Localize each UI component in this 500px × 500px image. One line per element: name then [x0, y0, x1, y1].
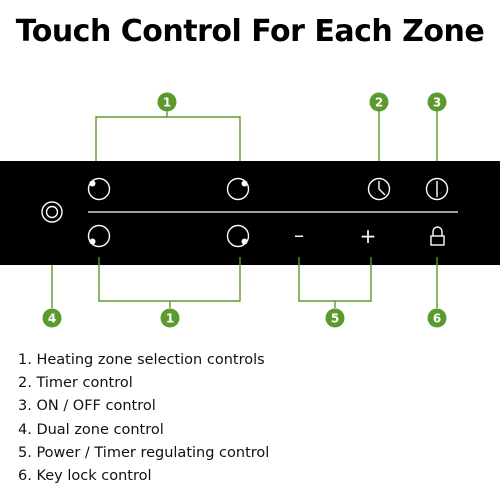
control-panel — [0, 161, 500, 265]
callout-line-zones-top — [95, 116, 241, 170]
zone-selector-icon[interactable] — [87, 224, 111, 248]
legend-item: 1. Heating zone selection controls — [18, 352, 265, 368]
minus-button[interactable]: – — [294, 223, 304, 247]
callout-badge-3: 3 — [427, 92, 447, 112]
plus-button[interactable]: + — [360, 224, 377, 248]
callout-badge-2-label: 2 — [375, 96, 383, 110]
callout-badge-3-label: 3 — [433, 96, 441, 110]
clock-icon[interactable] — [367, 177, 391, 201]
legend-item: 2. Timer control — [18, 375, 133, 392]
callout-badge-4: 4 — [42, 308, 62, 328]
lock-icon[interactable] — [430, 226, 445, 246]
legend-item: 6. Key lock control — [18, 467, 152, 484]
callout-badge-5: 5 — [325, 308, 345, 328]
zone-selector-icon[interactable] — [226, 177, 250, 201]
callout-badge-4-label: 4 — [48, 312, 56, 326]
page-title: Touch Control For Each Zone — [15, 14, 485, 49]
callout-badge-6-label: 6 — [433, 312, 441, 326]
legend-item: 5. Power / Timer regulating control — [18, 444, 270, 461]
callout-lines-top — [95, 110, 438, 170]
dual-ring-icon[interactable] — [41, 201, 63, 223]
callout-lines-bottom — [51, 257, 438, 308]
callout-badge-1-bottom: 1 — [160, 308, 180, 328]
callout-badge-1-top-label: 1 — [163, 96, 171, 110]
callout-badge-1-bottom-label: 1 — [166, 312, 174, 326]
zone-selector-icon[interactable] — [87, 177, 111, 201]
callout-badge-1-top: 1 — [157, 92, 177, 112]
legend-item: 4. Dual zone control — [18, 421, 164, 438]
zone-selector-icon[interactable] — [226, 224, 250, 248]
callout-badge-5-label: 5 — [331, 312, 339, 326]
callout-badge-2: 2 — [369, 92, 389, 112]
legend-list: 1. Heating zone selection controls 2. Ti… — [18, 349, 269, 488]
power-icon[interactable] — [425, 177, 449, 201]
legend-item: 3. ON / OFF control — [18, 398, 156, 415]
callout-badge-6: 6 — [427, 308, 447, 328]
